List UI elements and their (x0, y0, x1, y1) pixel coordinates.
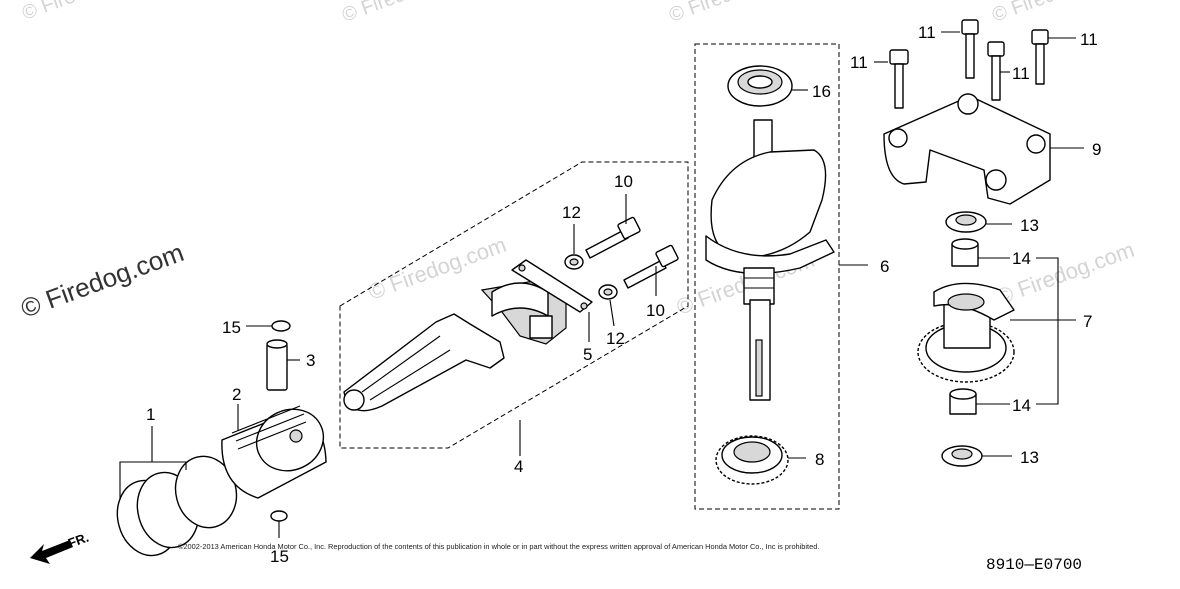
diagram-code: 8910—E0700 (986, 556, 1082, 574)
copyright-notice: ©2002-2013 American Honda Motor Co., Inc… (178, 542, 819, 551)
lock-plate (511, 259, 593, 342)
watermark-top-4: © Firedog.com (989, 0, 1120, 27)
callout-10-b: 10 (646, 301, 665, 320)
callout-14-a: 14 (1012, 249, 1031, 268)
watermark-right: © Firedog.com (993, 237, 1137, 310)
crank-gear (715, 435, 806, 485)
connecting-rod (343, 279, 567, 412)
callout-12-b: 12 (606, 329, 625, 348)
watermark-top-2: © Firedog.com (339, 0, 470, 27)
callout-11-a: 11 (850, 53, 868, 72)
callout-10-a: 10 (614, 172, 633, 191)
callout-4: 4 (514, 457, 523, 476)
callout-15-a: 15 (222, 318, 241, 337)
callout-7: 7 (1083, 312, 1092, 331)
piston-pin-clips (246, 320, 291, 538)
callout-labels: 1 2 3 4 5 6 7 8 9 10 10 11 11 11 11 12 1… (146, 23, 1101, 566)
callout-3: 3 (306, 351, 315, 370)
callout-8: 8 (815, 450, 824, 469)
front-arrow-icon (30, 540, 73, 564)
piston (221, 404, 327, 499)
callout-11-d: 11 (1080, 30, 1098, 49)
piston-rings (116, 426, 238, 557)
washers-12 (564, 224, 618, 327)
watermark-main: © Firedog.com (17, 237, 188, 324)
callout-12-a: 12 (562, 203, 581, 222)
ball-bearing (727, 65, 808, 107)
cover-bolts (874, 19, 1076, 109)
callout-13-a: 13 (1020, 216, 1039, 235)
needle-bearings (949, 238, 1059, 415)
callout-6: 6 (880, 257, 889, 276)
callout-11-b: 11 (918, 23, 936, 42)
callout-2: 2 (232, 385, 241, 404)
callout-11-c: 11 (1012, 64, 1030, 83)
crankshaft (705, 119, 835, 401)
callout-5: 5 (583, 345, 592, 364)
conrod-assembly-frame (339, 161, 689, 449)
watermark-top-3: © Firedog.com (666, 0, 797, 27)
front-label: FR. (66, 530, 91, 551)
callout-14-b: 14 (1012, 396, 1031, 415)
bearing-cover (883, 93, 1084, 205)
piston-pin (266, 339, 300, 391)
callout-9: 9 (1092, 140, 1101, 159)
oil-seals (941, 211, 1012, 467)
camshaft (917, 282, 1076, 383)
crankshaft-assembly-frame (694, 43, 840, 510)
watermark-top-1: © Firedog.com (19, 0, 150, 25)
callout-16: 16 (812, 82, 831, 101)
callout-1: 1 (146, 405, 155, 424)
rod-bolts (585, 194, 679, 296)
callout-13-b: 13 (1020, 448, 1039, 467)
callout-15-b: 15 (270, 547, 289, 566)
front-direction-indicator: FR. (30, 530, 91, 564)
